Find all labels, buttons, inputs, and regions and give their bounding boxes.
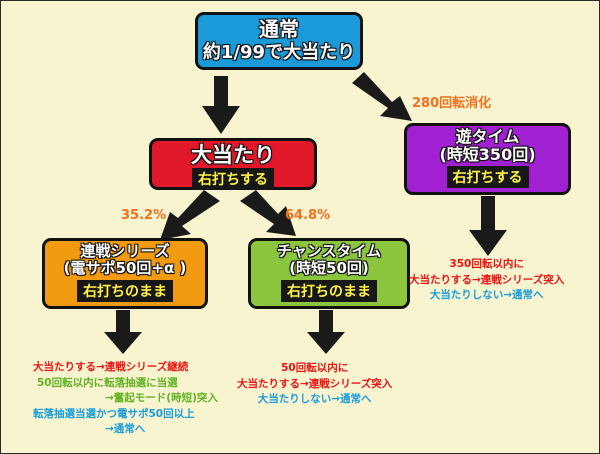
arrow-jackpot-to-series — [160, 190, 220, 240]
node-yutime: 遊タイム (時短350回) 右打ちする — [404, 123, 571, 195]
outcome-series-line: 転落抽選当選かつ電サポ50回以上 — [33, 407, 195, 420]
outcome-yutime-line: 大当たりする→連戦シリーズ突入 — [409, 273, 565, 286]
node-yutime-tag: 右打ちする — [446, 165, 529, 188]
node-jackpot: 大当たり 右打ちする — [149, 138, 317, 191]
edge-label-chance-percent: 64.8% — [285, 208, 331, 223]
node-series-subtitle: (電サポ50回+α ) — [63, 259, 187, 278]
outcome-yutime-line: 350回転以内に — [449, 258, 524, 270]
outcome-chance-line: 大当たりする→連戦シリーズ突入 — [237, 377, 393, 390]
node-jackpot-title: 大当たり — [191, 143, 275, 167]
arrow-yutime-down — [469, 196, 507, 256]
node-jackpot-tag: 右打ちする — [192, 168, 274, 191]
arrow-series-down — [104, 310, 142, 354]
node-normal: 通常 約1/99で大当たり — [195, 12, 363, 70]
outcome-yutime: 350回転以内に 大当たりする→連戦シリーズ突入 大当たりしない→通常へ — [409, 257, 564, 304]
node-series: 連戦シリーズ (電サポ50回+α ) 右打ちのまま — [42, 238, 208, 309]
node-yutime-subtitle: (時短350回) — [439, 145, 536, 165]
node-chance: チャンスタイム (時短50回) 右打ちのまま — [248, 238, 410, 309]
outcome-series-line: →奮起モード(時短)突入 — [105, 392, 218, 404]
outcome-series: 大当たりする→連戦シリーズ継続 50回転以内に転落抽選に当選 →奮起モード(時短… — [33, 360, 218, 438]
node-normal-odds: 約1/99で大当たり — [202, 42, 356, 63]
outcome-chance: 50回転以内に 大当たりする→連戦シリーズ突入 大当たりしない→通常へ — [237, 361, 392, 408]
edge-label-series-percent: 35.2% — [121, 208, 167, 223]
node-series-title: 連戦シリーズ — [80, 242, 170, 260]
node-chance-tag: 右打ちのまま — [281, 279, 377, 302]
node-yutime-title: 遊タイム — [455, 127, 520, 146]
node-chance-title: チャンスタイム — [276, 242, 382, 260]
outcome-chance-line: 大当たりしない→通常へ — [257, 393, 372, 405]
arrow-normal-to-jackpot — [202, 76, 240, 134]
outcome-series-line: 大当たりする→連戦シリーズ継続 — [33, 361, 189, 373]
outcome-yutime-line: 大当たりしない→通常へ — [429, 289, 544, 301]
outcome-series-line: 50回転以内に転落抽選に当選 — [37, 376, 178, 389]
arrow-normal-to-yutime — [352, 72, 412, 121]
edge-label-280-spins: 280回転消化 — [412, 96, 492, 111]
outcome-series-line: →通常へ — [105, 423, 146, 435]
node-chance-subtitle: (時短50回) — [289, 259, 369, 278]
node-series-tag: 右打ちのまま — [77, 279, 173, 302]
arrow-jackpot-to-chance — [240, 190, 296, 236]
node-normal-title: 通常 — [259, 17, 299, 41]
outcome-chance-line: 50回転以内に — [281, 362, 349, 374]
arrow-chance-down — [307, 310, 345, 354]
